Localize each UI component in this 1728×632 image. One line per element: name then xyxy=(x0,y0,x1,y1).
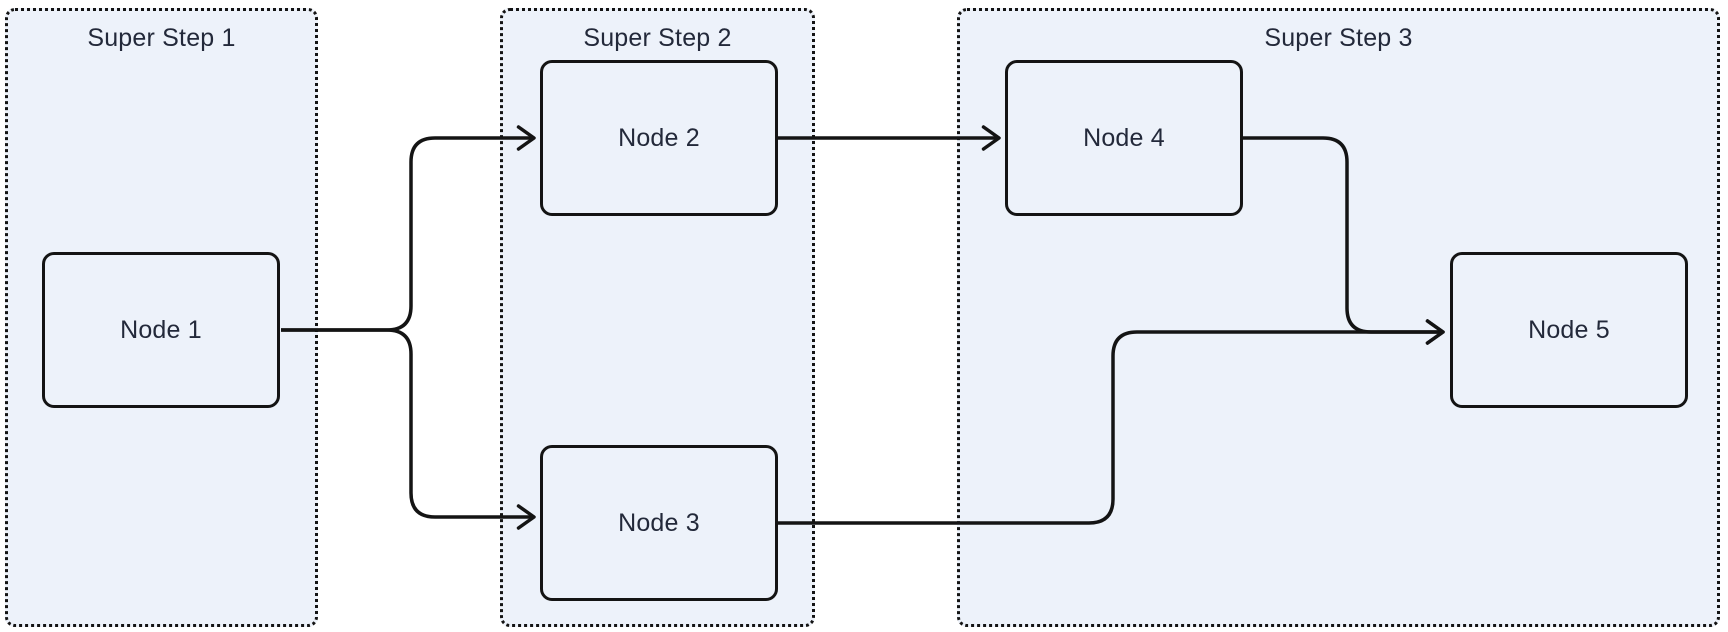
cluster-label: Super Step 2 xyxy=(583,24,732,52)
node-1: Node 1 xyxy=(42,252,280,408)
cluster-label: Super Step 3 xyxy=(1264,24,1413,52)
node-5: Node 5 xyxy=(1450,252,1688,408)
node-4: Node 4 xyxy=(1005,60,1243,216)
edge-node-1-to-node-2 xyxy=(281,125,536,332)
edge-node-1-to-node-3 xyxy=(281,328,536,530)
cluster-label: Super Step 1 xyxy=(87,24,236,52)
node-3: Node 3 xyxy=(540,445,778,601)
node-2: Node 2 xyxy=(540,60,778,216)
